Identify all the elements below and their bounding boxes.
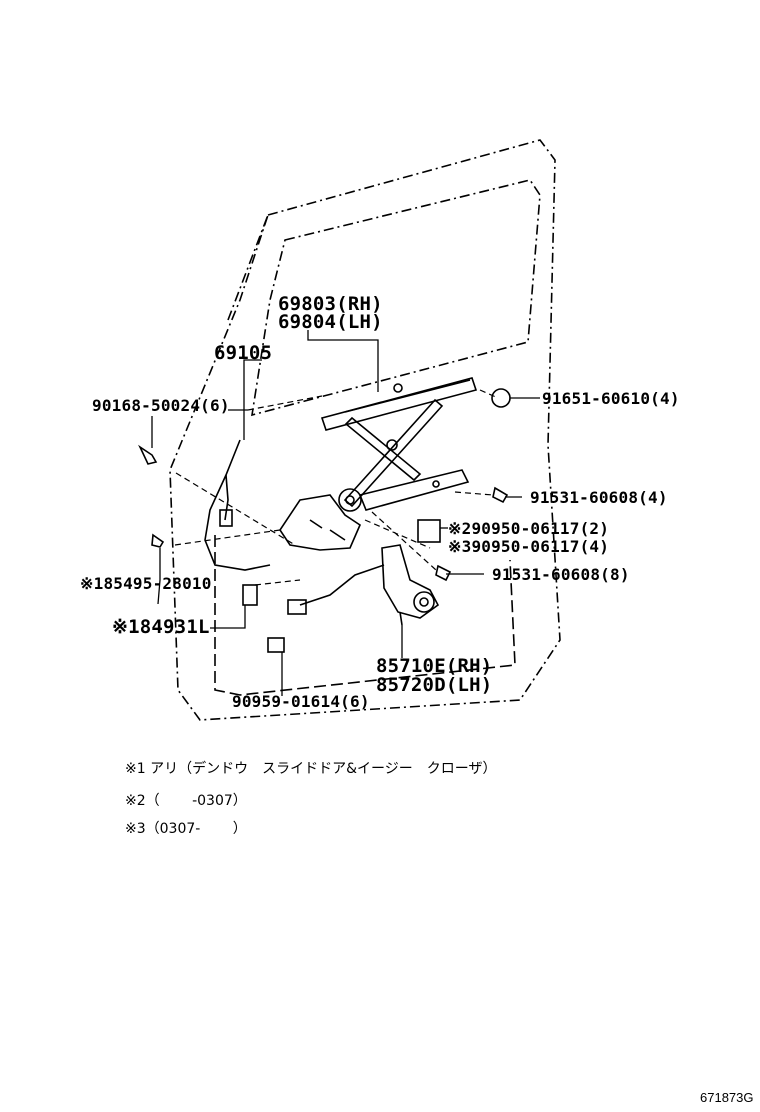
label-90959-01614: 90959-01614(6)	[232, 692, 370, 711]
note-2: ※2（ -0307）	[125, 793, 247, 809]
label-90950-06117-2: ※290950-06117(2)	[448, 519, 610, 538]
label-91531-60608-4: 91531-60608(4)	[530, 488, 668, 507]
label-91651-60610: 91651-60610(4)	[542, 389, 680, 408]
scissor-arms	[343, 398, 470, 511]
label-69105: 69105	[214, 342, 273, 364]
label-90168-50024: 90168-50024(6)	[92, 396, 230, 415]
regulator-motor	[381, 544, 440, 626]
label-69803-rh: 69803(RH)	[278, 293, 383, 315]
reference-dashes	[174, 389, 499, 586]
regulator-rail	[320, 377, 478, 431]
label-84931l: ※184931L	[112, 616, 210, 638]
label-85495-28010: ※185495-28010	[80, 574, 212, 593]
figure-id: 671873G	[700, 1090, 754, 1105]
label-85720d-lh: 85720D(LH)	[376, 674, 493, 696]
door-outline	[169, 139, 561, 721]
door-inner-panel	[214, 535, 516, 696]
label-91531-60608-8: 91531-60608(8)	[492, 565, 630, 584]
regulator-gear	[279, 488, 362, 551]
leader-lines	[151, 330, 540, 696]
label-85710e-rh: 85710E(RH)	[376, 655, 493, 677]
note-1: ※1 アリ（デンドウ スライドドア&イージー クローザ）	[125, 761, 497, 777]
note-3: ※3（0307- ）	[125, 821, 247, 837]
label-69804-lh: 69804(LH)	[278, 311, 383, 333]
wire-harness	[204, 439, 441, 653]
label-90950-06117-4: ※390950-06117(4)	[448, 537, 610, 556]
